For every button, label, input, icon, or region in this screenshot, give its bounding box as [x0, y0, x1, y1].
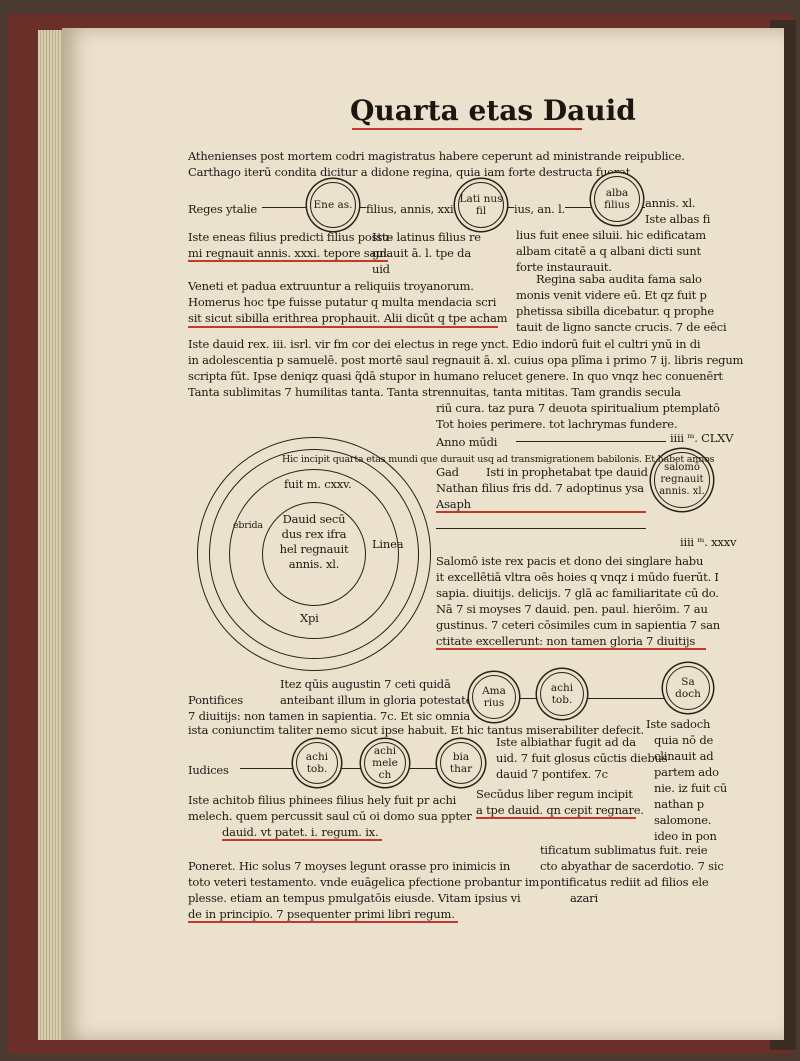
king-circle: alba filius — [594, 176, 640, 222]
ring-text: Hic incipit quarta etas mundi que duraui… — [282, 454, 715, 465]
king-circle: Lati nus fil — [458, 182, 504, 228]
intro-line: Athenienses post mortem codri magistratu… — [188, 149, 685, 163]
big-circle-outer — [197, 437, 431, 671]
king-circle: Ene as. — [310, 182, 356, 228]
reges-label: Reges ytalie — [188, 202, 257, 216]
salomon-circle: salomō regnauit annis. xl. — [654, 452, 710, 508]
anno-value: iiii ᵐ. CLXV — [670, 431, 734, 445]
intro-line: Carthago iterū condita dicitur a didone … — [188, 165, 631, 179]
page-title: Quarta etas Dauid — [350, 94, 636, 127]
anno-label: Anno mūdi — [436, 435, 498, 449]
pontifices-label: Pontifices — [188, 693, 243, 707]
circle-center: Dauid secū dus rex ifra hel regnauit ann… — [279, 512, 349, 571]
iudices-label: Iudices — [188, 763, 229, 777]
